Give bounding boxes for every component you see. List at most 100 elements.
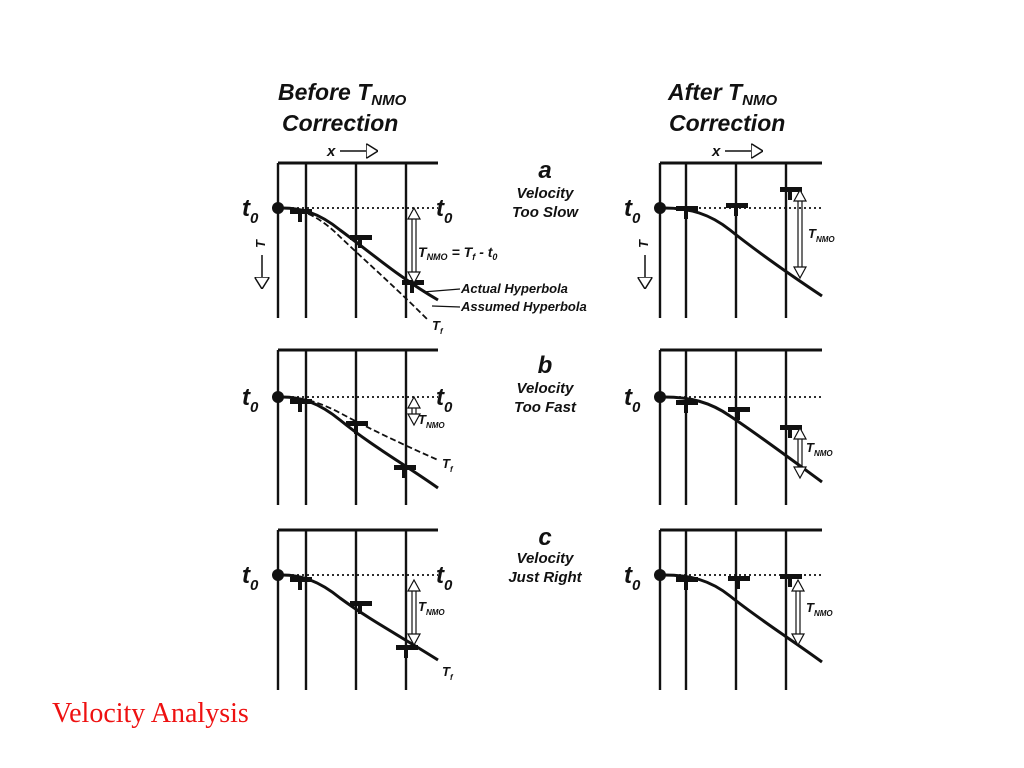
tf-label: Tf bbox=[442, 664, 454, 682]
before-header-sub: NMO bbox=[371, 92, 406, 109]
wavelet-trough bbox=[684, 209, 688, 219]
wavelet-trough bbox=[736, 579, 740, 589]
wavelet-trough bbox=[684, 580, 688, 590]
wavelet-event bbox=[350, 235, 372, 248]
wavelet-trough bbox=[788, 428, 792, 438]
assumed-hyperbola-curve bbox=[281, 396, 439, 461]
after-header-line2: Correction bbox=[669, 110, 785, 136]
tnmo-arrow-head-up bbox=[790, 578, 806, 592]
case-letter: a bbox=[538, 157, 551, 184]
t0-label-left-main: t bbox=[242, 195, 251, 222]
wavelet-peak bbox=[402, 280, 424, 285]
wavelet-event bbox=[676, 577, 698, 590]
t0-label-left-sub: 0 bbox=[250, 399, 259, 416]
tnmo-label: TNMO bbox=[806, 440, 833, 458]
case-letter: c bbox=[538, 524, 551, 551]
wavelet-event bbox=[780, 187, 802, 200]
svg-text:Before TNMO: Before TNMO bbox=[278, 79, 407, 109]
tf-label: Tf bbox=[442, 456, 454, 474]
tnmo-equation: TNMO= Tf- t0 bbox=[418, 244, 497, 262]
x-axis-arrow-after: x bbox=[711, 143, 757, 160]
wavelet-peak bbox=[346, 421, 368, 426]
tnmo-label: TNMO bbox=[418, 599, 445, 617]
tnmo-label-sub: NMO bbox=[426, 421, 445, 430]
tnmo-arrow-head-down bbox=[406, 633, 422, 647]
tnmo-arrow-head-down bbox=[790, 633, 806, 647]
wavelet-trough bbox=[788, 577, 792, 587]
case-c-label: c Velocity Just Right bbox=[508, 524, 582, 586]
tnmo-arrow-head-up bbox=[792, 426, 808, 440]
t0-label-right-sub: 0 bbox=[444, 577, 453, 594]
t0-label-left-main: t bbox=[242, 384, 251, 411]
tnmo-label-sub: NMO bbox=[814, 609, 833, 618]
wavelet-event bbox=[290, 577, 312, 590]
x-axis-arrow-before: x bbox=[326, 143, 372, 160]
t0-marker bbox=[654, 391, 666, 403]
wavelet-event bbox=[396, 645, 418, 658]
tf-label: Tf bbox=[432, 318, 444, 336]
tnmo-arrow bbox=[790, 578, 806, 647]
tnmo-arrow-head-down bbox=[792, 466, 808, 480]
tnmo-arrow-head-up bbox=[792, 188, 808, 202]
tf-label-main: T bbox=[432, 318, 441, 333]
t0-label-left-sub: 0 bbox=[632, 577, 641, 594]
actual-hyperbola-curve bbox=[663, 395, 823, 484]
wavelet-peak bbox=[290, 577, 312, 582]
case-line1: Velocity bbox=[517, 550, 575, 567]
before-header-line2: Correction bbox=[282, 110, 398, 136]
after-header-main: After T bbox=[667, 79, 744, 105]
tf-label-sub: f bbox=[440, 327, 444, 336]
wavelet-trough bbox=[358, 604, 362, 614]
t0-label-left: t0 bbox=[242, 195, 259, 227]
after-header-sub: NMO bbox=[742, 92, 777, 109]
wavelet-trough bbox=[410, 283, 414, 293]
assumed-hyperbola-label: Assumed Hyperbola bbox=[460, 299, 587, 314]
wavelet-peak bbox=[290, 399, 312, 404]
tnmo-label: TNMO bbox=[806, 600, 833, 618]
wavelet-trough bbox=[734, 206, 738, 216]
wavelet-peak bbox=[676, 577, 698, 582]
wavelet-event bbox=[728, 576, 750, 589]
tnmo-label-main: T bbox=[806, 440, 815, 455]
svg-text:After TNMO: After TNMO bbox=[667, 79, 777, 109]
case-line1: Velocity bbox=[517, 380, 575, 397]
case-line1: Velocity bbox=[517, 185, 575, 202]
wavelet-peak bbox=[350, 601, 372, 606]
wavelet-event bbox=[290, 399, 312, 412]
case-line2: Just Right bbox=[508, 569, 582, 586]
wavelet-peak bbox=[780, 425, 802, 430]
wavelet-peak bbox=[676, 206, 698, 211]
case-a-label: a Velocity Too Slow bbox=[512, 157, 579, 221]
tnmo-main: T bbox=[418, 244, 428, 260]
x-axis-label-before: x bbox=[326, 143, 336, 160]
tnmo-label-main: T bbox=[808, 226, 817, 241]
t0-label-left: t0 bbox=[624, 384, 641, 416]
t0-label-right-main: t bbox=[436, 195, 445, 222]
case-b-label: b Velocity Too Fast bbox=[514, 352, 577, 416]
wavelet-trough bbox=[298, 212, 302, 222]
t0-marker bbox=[654, 202, 666, 214]
t0-label-right: t0 bbox=[436, 384, 453, 416]
t0-label-right: t0 bbox=[436, 562, 453, 594]
case-letter: b bbox=[538, 352, 553, 379]
wavelet-event bbox=[728, 407, 750, 420]
wavelet-event bbox=[350, 601, 372, 614]
t0-label-left: t0 bbox=[624, 195, 641, 227]
wavelet-trough bbox=[298, 402, 302, 412]
case-line2: Too Fast bbox=[514, 399, 577, 416]
t0-label-right: t0 bbox=[436, 195, 453, 227]
t0-label-left-main: t bbox=[624, 562, 633, 589]
time-axis-label-after: T bbox=[636, 239, 651, 248]
actual-hyperbola-callout: Actual Hyperbola bbox=[422, 281, 568, 296]
t0-label-right-main: t bbox=[436, 384, 445, 411]
wavelet-trough bbox=[402, 468, 406, 478]
equation-tail-sub: 0 bbox=[492, 252, 497, 262]
after-header: After TNMO Correction bbox=[667, 79, 785, 136]
tnmo-arrow bbox=[406, 206, 422, 285]
tnmo-arrow-head-down bbox=[406, 271, 422, 285]
wavelet-event bbox=[676, 206, 698, 219]
wavelet-peak bbox=[728, 576, 750, 581]
t0-label-left-sub: 0 bbox=[632, 399, 641, 416]
